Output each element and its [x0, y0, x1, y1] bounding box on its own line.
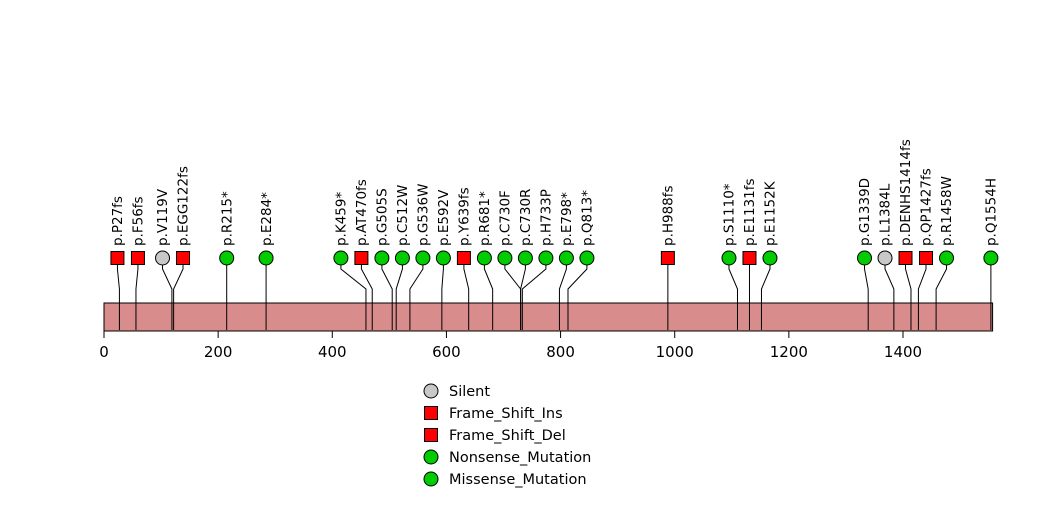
mutation-label: p.H988fs: [661, 185, 677, 246]
mutation-label: p.R681*: [477, 191, 493, 246]
legend-item: Frame_Shift_Del: [424, 428, 566, 444]
mutation-marker: [983, 250, 999, 266]
mutation-label: p.E1131fs: [742, 178, 758, 246]
axis-tick-label: 800: [546, 343, 575, 361]
mutation-label: p.E284*: [259, 192, 275, 246]
mutation-marker: [476, 250, 492, 266]
axis-tick-label: 1000: [656, 343, 694, 361]
mutation-label: p.Q1554H: [984, 178, 1000, 246]
mutation-marker: [110, 251, 125, 265]
mutation-marker: [130, 251, 145, 265]
mutation-label: p.Y639fs: [457, 187, 473, 246]
axis-tick-label: 400: [318, 343, 347, 361]
mutation-label: p.C512W: [395, 185, 411, 246]
mutation-label: p.S1110*: [722, 183, 738, 246]
mutation-label: p.DENHS1414fs: [898, 139, 914, 246]
mutation-label: p.E798*: [559, 192, 575, 246]
legend-item: Frame_Shift_Ins: [424, 406, 563, 422]
mutation-marker: [456, 251, 471, 265]
axis-tick-label: 600: [432, 343, 461, 361]
mutation-marker: [660, 251, 675, 265]
mutation-label: p.G536W: [416, 184, 432, 246]
mutation-marker: [435, 250, 451, 266]
mutation-label: p.E592V: [436, 189, 452, 246]
mutation-label: p.C730F: [498, 190, 514, 246]
mutation-marker: [176, 251, 191, 265]
mutation-marker: [517, 250, 533, 266]
mutation-marker: [898, 251, 913, 265]
mutation-label: p.V119V: [155, 188, 171, 246]
mutation-marker: [721, 250, 737, 266]
mutation-marker: [497, 250, 513, 266]
legend-item: Silent: [423, 383, 490, 400]
mutation-label: p.G1339D: [857, 178, 873, 246]
mutation-marker: [877, 250, 893, 266]
mutation-label: p.G505S: [375, 188, 391, 246]
legend-square-icon: [424, 406, 438, 420]
mutation-marker: [394, 250, 410, 266]
legend-label: Nonsense_Mutation: [449, 450, 591, 466]
mutation-label: p.EGG122fs: [176, 166, 192, 246]
mutation-label: p.F56fs: [131, 196, 147, 246]
mutation-marker: [919, 251, 934, 265]
mutation-marker: [579, 250, 595, 266]
axis-tick-label: 1200: [770, 343, 808, 361]
mutation-marker: [857, 250, 873, 266]
mutation-label: p.L1384L: [878, 183, 894, 246]
mutation-label: p.QP1427fs: [919, 168, 935, 246]
legend-item: Missense_Mutation: [423, 471, 587, 488]
mutation-marker: [538, 250, 554, 266]
mutation-marker: [762, 250, 778, 266]
mutation-marker: [258, 250, 274, 266]
mutation-marker: [374, 250, 390, 266]
mutation-label: p.R215*: [219, 191, 235, 246]
mutation-marker: [333, 250, 349, 266]
mutation-marker: [558, 250, 574, 266]
mutation-label: p.C730R: [518, 189, 534, 246]
mutation-marker: [742, 251, 757, 265]
mutation-marker: [219, 250, 235, 266]
legend-square-icon: [424, 428, 438, 442]
mutation-label: p.Q813*: [580, 190, 596, 246]
legend-label: Frame_Shift_Ins: [449, 406, 563, 422]
mutation-label: p.K459*: [334, 192, 350, 246]
legend-label: Silent: [449, 384, 490, 400]
mutation-label: p.R1458W: [939, 176, 955, 246]
mutation-marker: [354, 251, 369, 265]
legend-circle-icon: [423, 471, 439, 487]
mutation-marker: [939, 250, 955, 266]
protein-bar: [103, 302, 994, 332]
mutation-label: p.H733P: [539, 189, 555, 246]
mutation-marker: [415, 250, 431, 266]
legend-label: Frame_Shift_Del: [449, 428, 566, 444]
mutation-marker: [155, 250, 171, 266]
legend-circle-icon: [423, 449, 439, 465]
mutation-label: p.E1152K: [763, 180, 779, 246]
axis-tick-label: 1400: [884, 343, 922, 361]
mutation-label: p.P27fs: [110, 196, 126, 246]
axis-tick-label: 200: [204, 343, 233, 361]
legend-circle-icon: [423, 383, 439, 399]
legend-label: Missense_Mutation: [449, 472, 587, 488]
legend-item: Nonsense_Mutation: [423, 449, 591, 466]
axis-tick-label: 0: [99, 343, 109, 361]
mutation-label: p.AT470fs: [354, 179, 370, 246]
